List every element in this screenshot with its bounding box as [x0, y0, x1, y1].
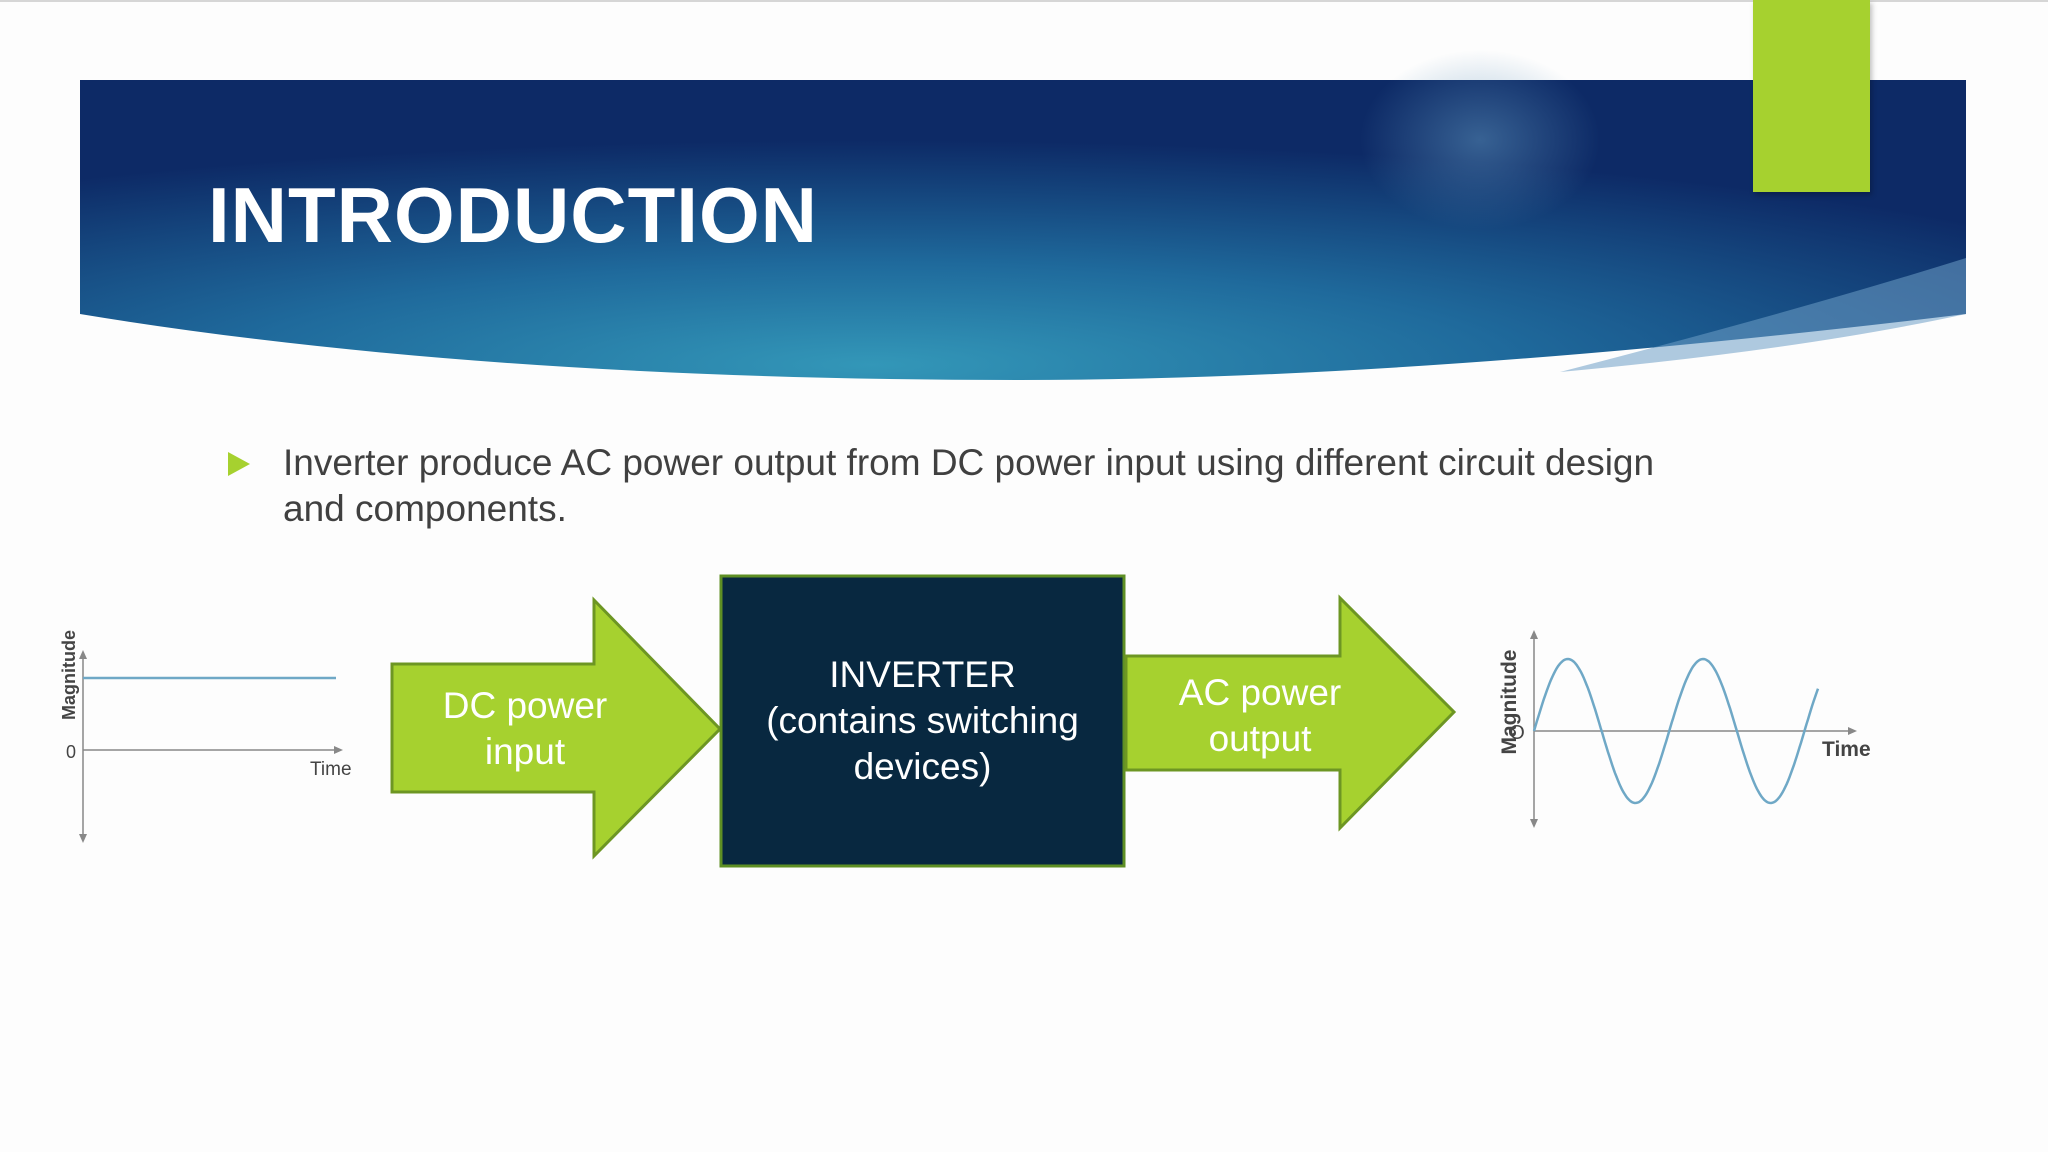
dc-arrow-label-line2: input [484, 731, 566, 772]
inverter-label: INVERTER (contains switching devices) [730, 652, 1115, 790]
dc-arrow-label: DC power input [410, 683, 640, 775]
inverter-box [719, 574, 1126, 868]
accent-tab [1753, 0, 1870, 192]
ac-arrow-label-line1: AC power [1178, 672, 1342, 713]
slide-title: INTRODUCTION [208, 171, 818, 259]
ac-waveform-graph: O Time Magnitude [1498, 630, 1871, 828]
inverter-label-line2: (contains switching [766, 700, 1079, 741]
dc-ylabel: Magnitude [59, 630, 79, 720]
dc-arrow-label-line1: DC power [442, 685, 608, 726]
ac-sine-wave [1532, 657, 1820, 805]
dc-input-arrow [390, 596, 723, 860]
header-banner [0, 0, 2048, 400]
ac-origin-label: O [1509, 722, 1525, 744]
top-border [0, 0, 2048, 2]
bullet-text: Inverter produce AC power output from DC… [283, 442, 1655, 529]
inverter-diagram: 0 Time Magnitude O Time Magnitude [0, 560, 2048, 900]
ac-ylabel: Magnitude [1498, 650, 1521, 755]
ac-arrow-label: AC power output [1150, 670, 1370, 762]
dc-xlabel: Time [310, 759, 352, 780]
ac-xlabel: Time [1822, 738, 1871, 761]
ac-output-arrow [1124, 594, 1457, 832]
inverter-label-line3: devices) [853, 746, 992, 787]
bullet-marker-icon [228, 452, 250, 476]
dc-waveform-graph: 0 Time Magnitude [59, 630, 352, 843]
inverter-label-line1: INVERTER [829, 654, 1016, 695]
ac-arrow-label-line2: output [1208, 718, 1312, 759]
dc-origin-label: 0 [66, 742, 76, 762]
